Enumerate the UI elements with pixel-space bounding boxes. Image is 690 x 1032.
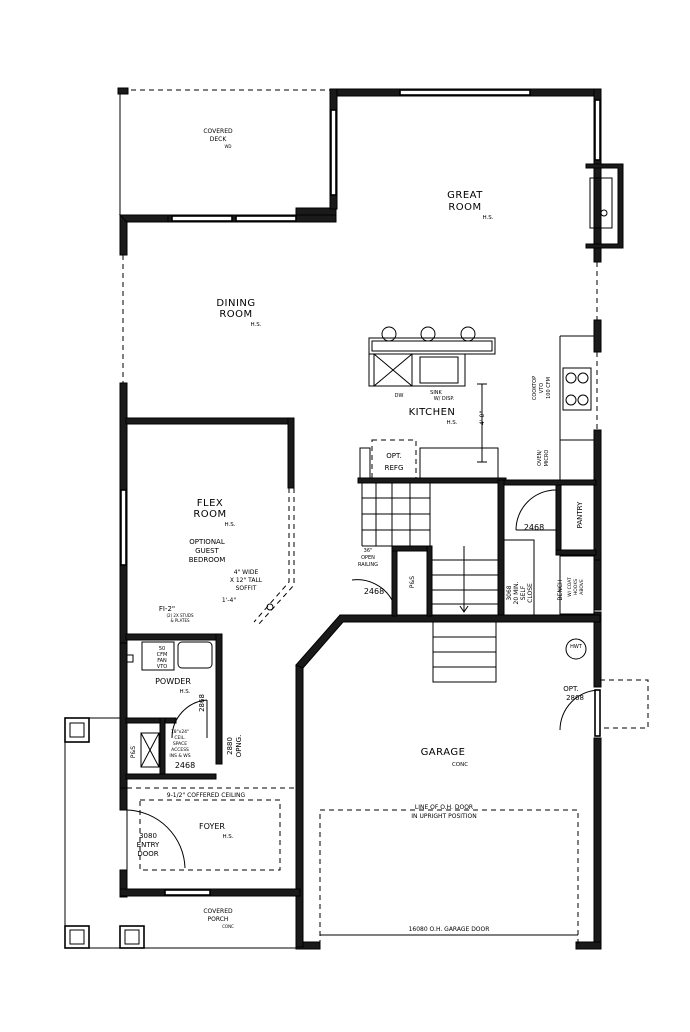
stair-area <box>351 439 507 683</box>
covered-porch <box>64 717 296 949</box>
railing-3: RAILING <box>358 562 378 568</box>
bench-1: BENCH <box>557 579 564 600</box>
cooktop-1: COOKTOP <box>532 376 538 400</box>
covered-porch-line2: PORCH <box>208 916 229 923</box>
fan-3: FAN <box>157 658 167 664</box>
foyer-elements <box>126 787 296 871</box>
attic-5: INS & WS <box>169 753 190 759</box>
covered-deck-sub: WD <box>224 144 231 149</box>
room-labels: GREAT ROOM H.S. DINING ROOM H.S. KITCHEN… <box>155 190 494 929</box>
door-3068-4: CLOSE <box>527 583 534 603</box>
garage-door <box>319 679 649 945</box>
beam-2: (2) 2X STUDS <box>166 613 193 618</box>
ps-label: P&S <box>409 576 416 588</box>
railing-2: OPEN <box>361 555 375 561</box>
kitchen-sub: H.S. <box>446 420 457 426</box>
kitchen-island <box>368 326 496 463</box>
dw-label: DW <box>395 393 404 399</box>
bench-2: W/ COAT <box>567 577 573 597</box>
optional-guest-2: GUEST <box>195 547 219 555</box>
sink-1: SINK <box>430 390 442 396</box>
soffit-1: 4" WIDE <box>234 569 259 576</box>
fan-4: VTO <box>157 664 167 670</box>
optional-guest-3: BEDROOM <box>189 556 226 564</box>
oven-2: MICRO <box>544 450 550 467</box>
garage-door-label: 16080 O.H. GARAGE DOOR <box>409 926 490 933</box>
bench-3: HOOKS <box>573 579 579 595</box>
soffit-2: X 12" TALL <box>230 577 263 584</box>
dim-4-0: 4'-0" <box>479 411 486 425</box>
optional-guest-1: OPTIONAL <box>189 538 225 546</box>
flex-room-line2: ROOM <box>193 509 226 520</box>
kitchen-counter <box>559 335 595 481</box>
fan-2: CFM <box>157 652 168 658</box>
entry-2: ENTRY <box>137 841 160 849</box>
dim-1-4: 1'-4" <box>222 597 236 604</box>
dining-room-line2: ROOM <box>219 309 252 320</box>
pantry-bench <box>503 479 597 660</box>
covered-porch-sub: CONC <box>222 924 234 929</box>
powder-name: POWDER <box>155 677 191 686</box>
cooktop-3: 100 CFM <box>546 377 552 399</box>
door-2468-pantry: 2468 <box>524 523 544 532</box>
entry-3: DOOR <box>137 850 158 858</box>
flex-room-walls <box>125 417 295 626</box>
cooktop-2: VTO <box>539 383 545 393</box>
door-2868-powder: 2868 <box>198 694 206 712</box>
fan-1: 50 <box>159 646 165 652</box>
beam-1: FI-2" <box>159 605 175 613</box>
attic-2: CEIL. <box>174 735 185 741</box>
garage-sub: CONC <box>452 762 468 768</box>
flex-room-line1: FLEX <box>197 498 224 509</box>
door-2468-stair: 2468 <box>364 587 384 596</box>
garage-name: GARAGE <box>421 747 466 758</box>
dining-room-sub: H.S. <box>250 322 261 328</box>
exterior-walls <box>118 88 624 950</box>
line-oh-1: LINE OF O.H. DOOR <box>415 804 473 811</box>
line-oh-2: IN UPRIGHT POSITION <box>411 813 476 820</box>
covered-porch-line1: COVERED <box>203 908 233 915</box>
pantry-label: PANTRY <box>576 501 584 528</box>
covered-deck: COVERED DECK WD <box>117 87 330 218</box>
attic-3: SPACE <box>173 741 187 747</box>
door-3068-2: 20 MIN. <box>513 581 520 604</box>
great-room-line2: ROOM <box>448 202 481 213</box>
powder-walls <box>125 633 223 780</box>
dining-room-line1: DINING <box>216 298 255 309</box>
coffered-label: 9-1/2" COFFERED CEILING <box>167 792 246 799</box>
ps-closet: P&S <box>130 746 137 758</box>
attic-4: ACCESS <box>171 747 189 753</box>
flex-room-sub: H.S. <box>224 522 235 528</box>
bench-4: ABOVE <box>579 579 585 595</box>
door-3068-1: 3068 <box>506 585 513 600</box>
powder-sub: H.S. <box>179 689 190 695</box>
railing-1: 36" <box>364 548 373 554</box>
opng-1: 2880 <box>226 737 234 755</box>
attic-1: 18"x24" <box>171 729 189 735</box>
foyer-name: FOYER <box>199 822 225 831</box>
soffit-3: SOFFIT <box>236 585 257 592</box>
door-2468-closet: 2468 <box>175 761 195 770</box>
sink-2: W/ DISP. <box>434 396 455 402</box>
entry-1: 3080 <box>139 832 157 840</box>
kitchen-name: KITCHEN <box>409 407 456 418</box>
great-room-sub: H.S. <box>482 215 493 221</box>
foyer-sub: H.S. <box>222 834 233 840</box>
beam-3: & PLATES <box>170 618 190 623</box>
oven-1: OVEN/ <box>537 450 543 466</box>
notes: OPTIONAL GUEST BEDROOM 4" WIDE X 12" TAL… <box>130 376 585 933</box>
opt-refg-1: OPT. <box>386 452 401 460</box>
covered-deck-line1: COVERED <box>203 128 233 135</box>
opt-refg-2: REFG <box>385 464 404 472</box>
covered-deck-line2: DECK <box>210 136 228 143</box>
opng-2: OPNG. <box>235 735 243 758</box>
door-3068-3: SELF <box>520 585 527 600</box>
garage-steps <box>432 621 497 683</box>
opt-door-1: OPT. <box>563 685 578 693</box>
opt-door-2: 2868 <box>566 694 584 702</box>
great-room-line1: GREAT <box>447 190 483 201</box>
hwt-label: HWT <box>570 644 583 650</box>
